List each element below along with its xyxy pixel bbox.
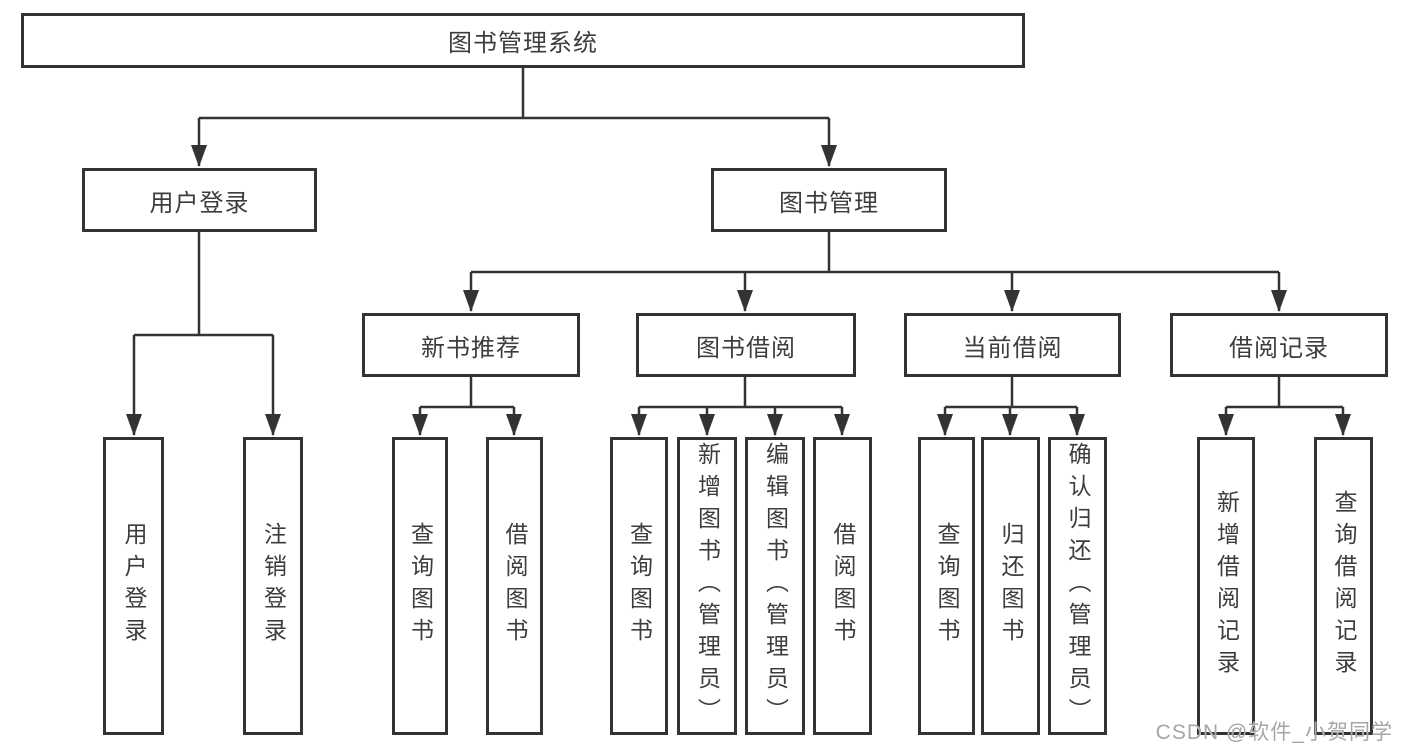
node-label: 编辑图书（管理员）	[762, 442, 789, 730]
node-label: 用户登录	[149, 189, 250, 217]
leaf-logout: 注销登录	[243, 437, 303, 735]
node-label: 查询借阅记录	[1331, 490, 1357, 682]
node-label: 用户登录	[121, 522, 147, 650]
node-library-management-system: 图书管理系统	[21, 13, 1025, 68]
node-label: 图书管理	[779, 189, 879, 217]
node-label: 借阅记录	[1229, 334, 1329, 362]
node-user-login: 用户登录	[82, 168, 317, 232]
node-label: 图书管理系统	[448, 30, 598, 57]
leaf-user-login: 用户登录	[103, 437, 164, 735]
node-label: 借阅图书	[502, 522, 528, 650]
node-label: 查询图书	[407, 522, 434, 650]
node-label: 归还图书	[998, 522, 1024, 650]
leaf-query-books-current: 查询图书	[918, 437, 975, 735]
node-borrowing-records: 借阅记录	[1170, 313, 1388, 377]
leaf-confirm-return-admin: 确认归还（管理员）	[1048, 437, 1107, 735]
leaf-query-books-borrowing: 查询图书	[610, 437, 668, 735]
node-label: 新增借阅记录	[1213, 490, 1240, 682]
leaf-query-borrow-record: 查询借阅记录	[1314, 437, 1373, 735]
leaf-borrow-books-recommend: 借阅图书	[486, 437, 543, 735]
node-label: 注销登录	[260, 522, 287, 650]
leaf-borrow-books: 借阅图书	[813, 437, 872, 735]
leaf-add-books-admin: 新增图书（管理员）	[677, 437, 737, 735]
node-label: 新增图书（管理员）	[694, 442, 721, 730]
node-label: 查询图书	[934, 522, 960, 650]
node-current-borrowing: 当前借阅	[904, 313, 1121, 377]
node-book-management: 图书管理	[711, 168, 947, 232]
connector-arrows	[126, 118, 1351, 436]
node-label: 借阅图书	[830, 522, 856, 650]
leaf-query-books-recommend: 查询图书	[392, 437, 448, 735]
leaf-return-books: 归还图书	[981, 437, 1040, 735]
watermark: CSDN @软件_小贺同学	[1155, 721, 1393, 744]
node-label: 当前借阅	[962, 334, 1063, 362]
node-label: 确认归还（管理员）	[1065, 442, 1091, 730]
node-label: 新书推荐	[421, 334, 521, 362]
leaf-edit-books-admin: 编辑图书（管理员）	[745, 437, 805, 735]
leaf-add-borrow-record: 新增借阅记录	[1197, 437, 1255, 735]
node-book-borrowing: 图书借阅	[636, 313, 856, 377]
connector-spines	[134, 68, 1343, 409]
node-label: 图书借阅	[696, 334, 796, 362]
node-new-book-recommendation: 新书推荐	[362, 313, 580, 377]
node-label: 查询图书	[626, 522, 653, 650]
